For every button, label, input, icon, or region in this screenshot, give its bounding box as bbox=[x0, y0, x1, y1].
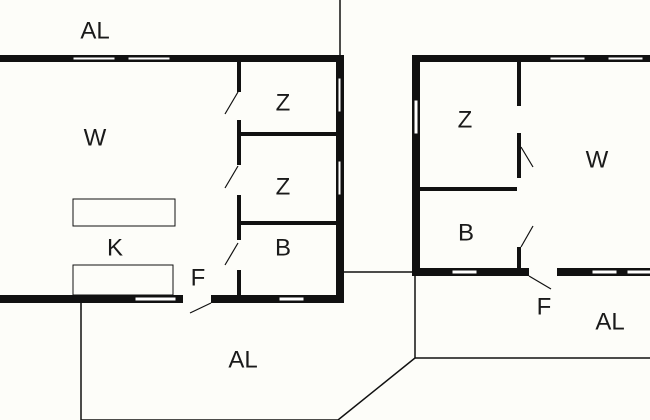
label-living-right: W bbox=[586, 146, 609, 173]
kitchen-counters bbox=[72, 198, 176, 296]
label-terrace-left: AL bbox=[228, 346, 257, 373]
label-hall-right: F bbox=[537, 293, 552, 320]
right-unit-windows bbox=[413, 56, 650, 275]
label-room1-left: Z bbox=[276, 89, 291, 116]
label-hall-left: F bbox=[191, 264, 206, 291]
right-unit-doors bbox=[520, 146, 552, 290]
label-room-right: Z bbox=[458, 106, 473, 133]
label-bath-left: B bbox=[275, 234, 291, 261]
balcony-top-outline bbox=[0, 0, 341, 57]
left-unit-windows bbox=[72, 56, 342, 302]
terrace-left-outline bbox=[80, 271, 416, 420]
left-unit-walls bbox=[0, 55, 344, 303]
left-unit-doors bbox=[80, 91, 239, 314]
label-kitchen-left: K bbox=[107, 234, 123, 261]
label-balcony-top: AL bbox=[80, 17, 109, 44]
label-bath-right: B bbox=[458, 219, 474, 246]
label-living-left: W bbox=[84, 124, 107, 151]
label-room2-left: Z bbox=[276, 173, 291, 200]
label-terrace-right: AL bbox=[595, 308, 624, 335]
right-unit-walls bbox=[412, 55, 650, 276]
